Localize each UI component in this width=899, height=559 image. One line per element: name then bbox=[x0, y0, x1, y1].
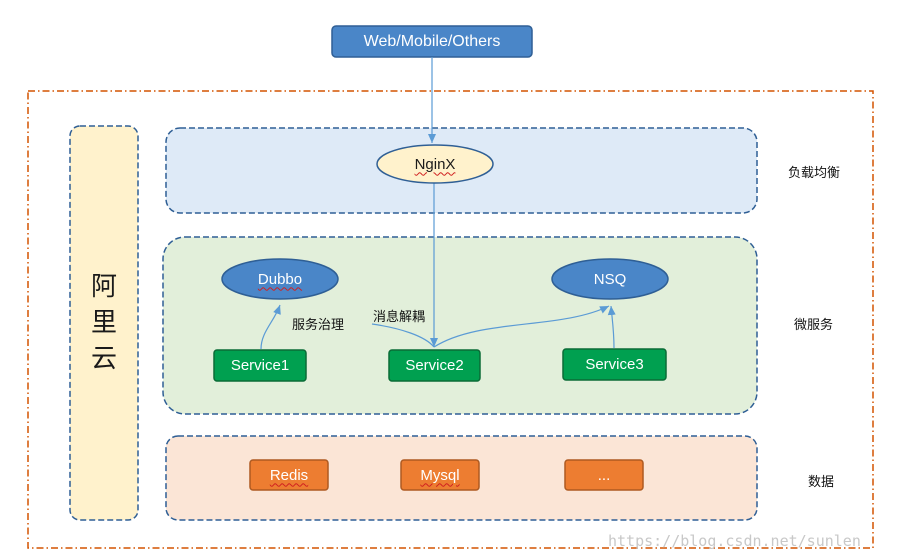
cloud-label-char: 里 bbox=[90, 308, 117, 338]
redis-label: Redis bbox=[250, 460, 328, 490]
cloud-label-chars: 阿里云 bbox=[91, 269, 117, 377]
load-balance-layer-label: 负载均衡 bbox=[788, 165, 841, 180]
mysql-box bbox=[400, 459, 480, 491]
decouple-connector bbox=[371, 323, 435, 348]
dubbo-label-text: Dubbo bbox=[257, 270, 303, 288]
service2-box bbox=[388, 349, 481, 382]
dubbo-node bbox=[221, 258, 339, 300]
redis-label-text: Redis bbox=[269, 466, 309, 484]
nsq-label: NSQ bbox=[593, 270, 627, 288]
nginx-label: NginX bbox=[377, 145, 493, 183]
cloud-label: 阿里云 bbox=[70, 126, 138, 520]
service1-to-dubbo-arrow bbox=[260, 304, 281, 350]
cloud-panel bbox=[69, 125, 139, 521]
service2-to-nsq-arrow bbox=[433, 305, 610, 348]
client-label: Web/Mobile/Others bbox=[363, 32, 501, 50]
nsq-node bbox=[551, 258, 669, 300]
decouple-annotation: 消息解耦 bbox=[373, 309, 426, 324]
outer-boundary bbox=[27, 90, 874, 549]
dubbo-label: Dubbo bbox=[222, 259, 338, 299]
cloud-label-char: 云 bbox=[90, 344, 117, 374]
service2-label: Service2 bbox=[405, 357, 464, 374]
nginx-label-text: NginX bbox=[414, 155, 456, 173]
governance-annotation: 服务治理 bbox=[292, 317, 345, 332]
redis-box bbox=[249, 459, 329, 491]
cloud-label-char: 阿 bbox=[90, 272, 117, 302]
mysql-label-text: Mysql bbox=[420, 466, 460, 484]
service3-label: Service3 bbox=[585, 356, 644, 373]
service3-to-nsq-arrow bbox=[607, 305, 616, 349]
service1-box bbox=[213, 349, 307, 382]
more-store-label: ... bbox=[597, 466, 611, 484]
mysql-label: Mysql bbox=[401, 460, 479, 490]
service1-label: Service1 bbox=[230, 357, 290, 374]
more-store-box bbox=[564, 459, 644, 491]
service3-box bbox=[562, 348, 667, 381]
data-layer-label: 数据 bbox=[808, 474, 835, 489]
nginx-node bbox=[376, 144, 494, 184]
microservice-layer-label: 微服务 bbox=[794, 317, 834, 332]
watermark: https://blog.csdn.net/sunlen bbox=[608, 532, 861, 550]
